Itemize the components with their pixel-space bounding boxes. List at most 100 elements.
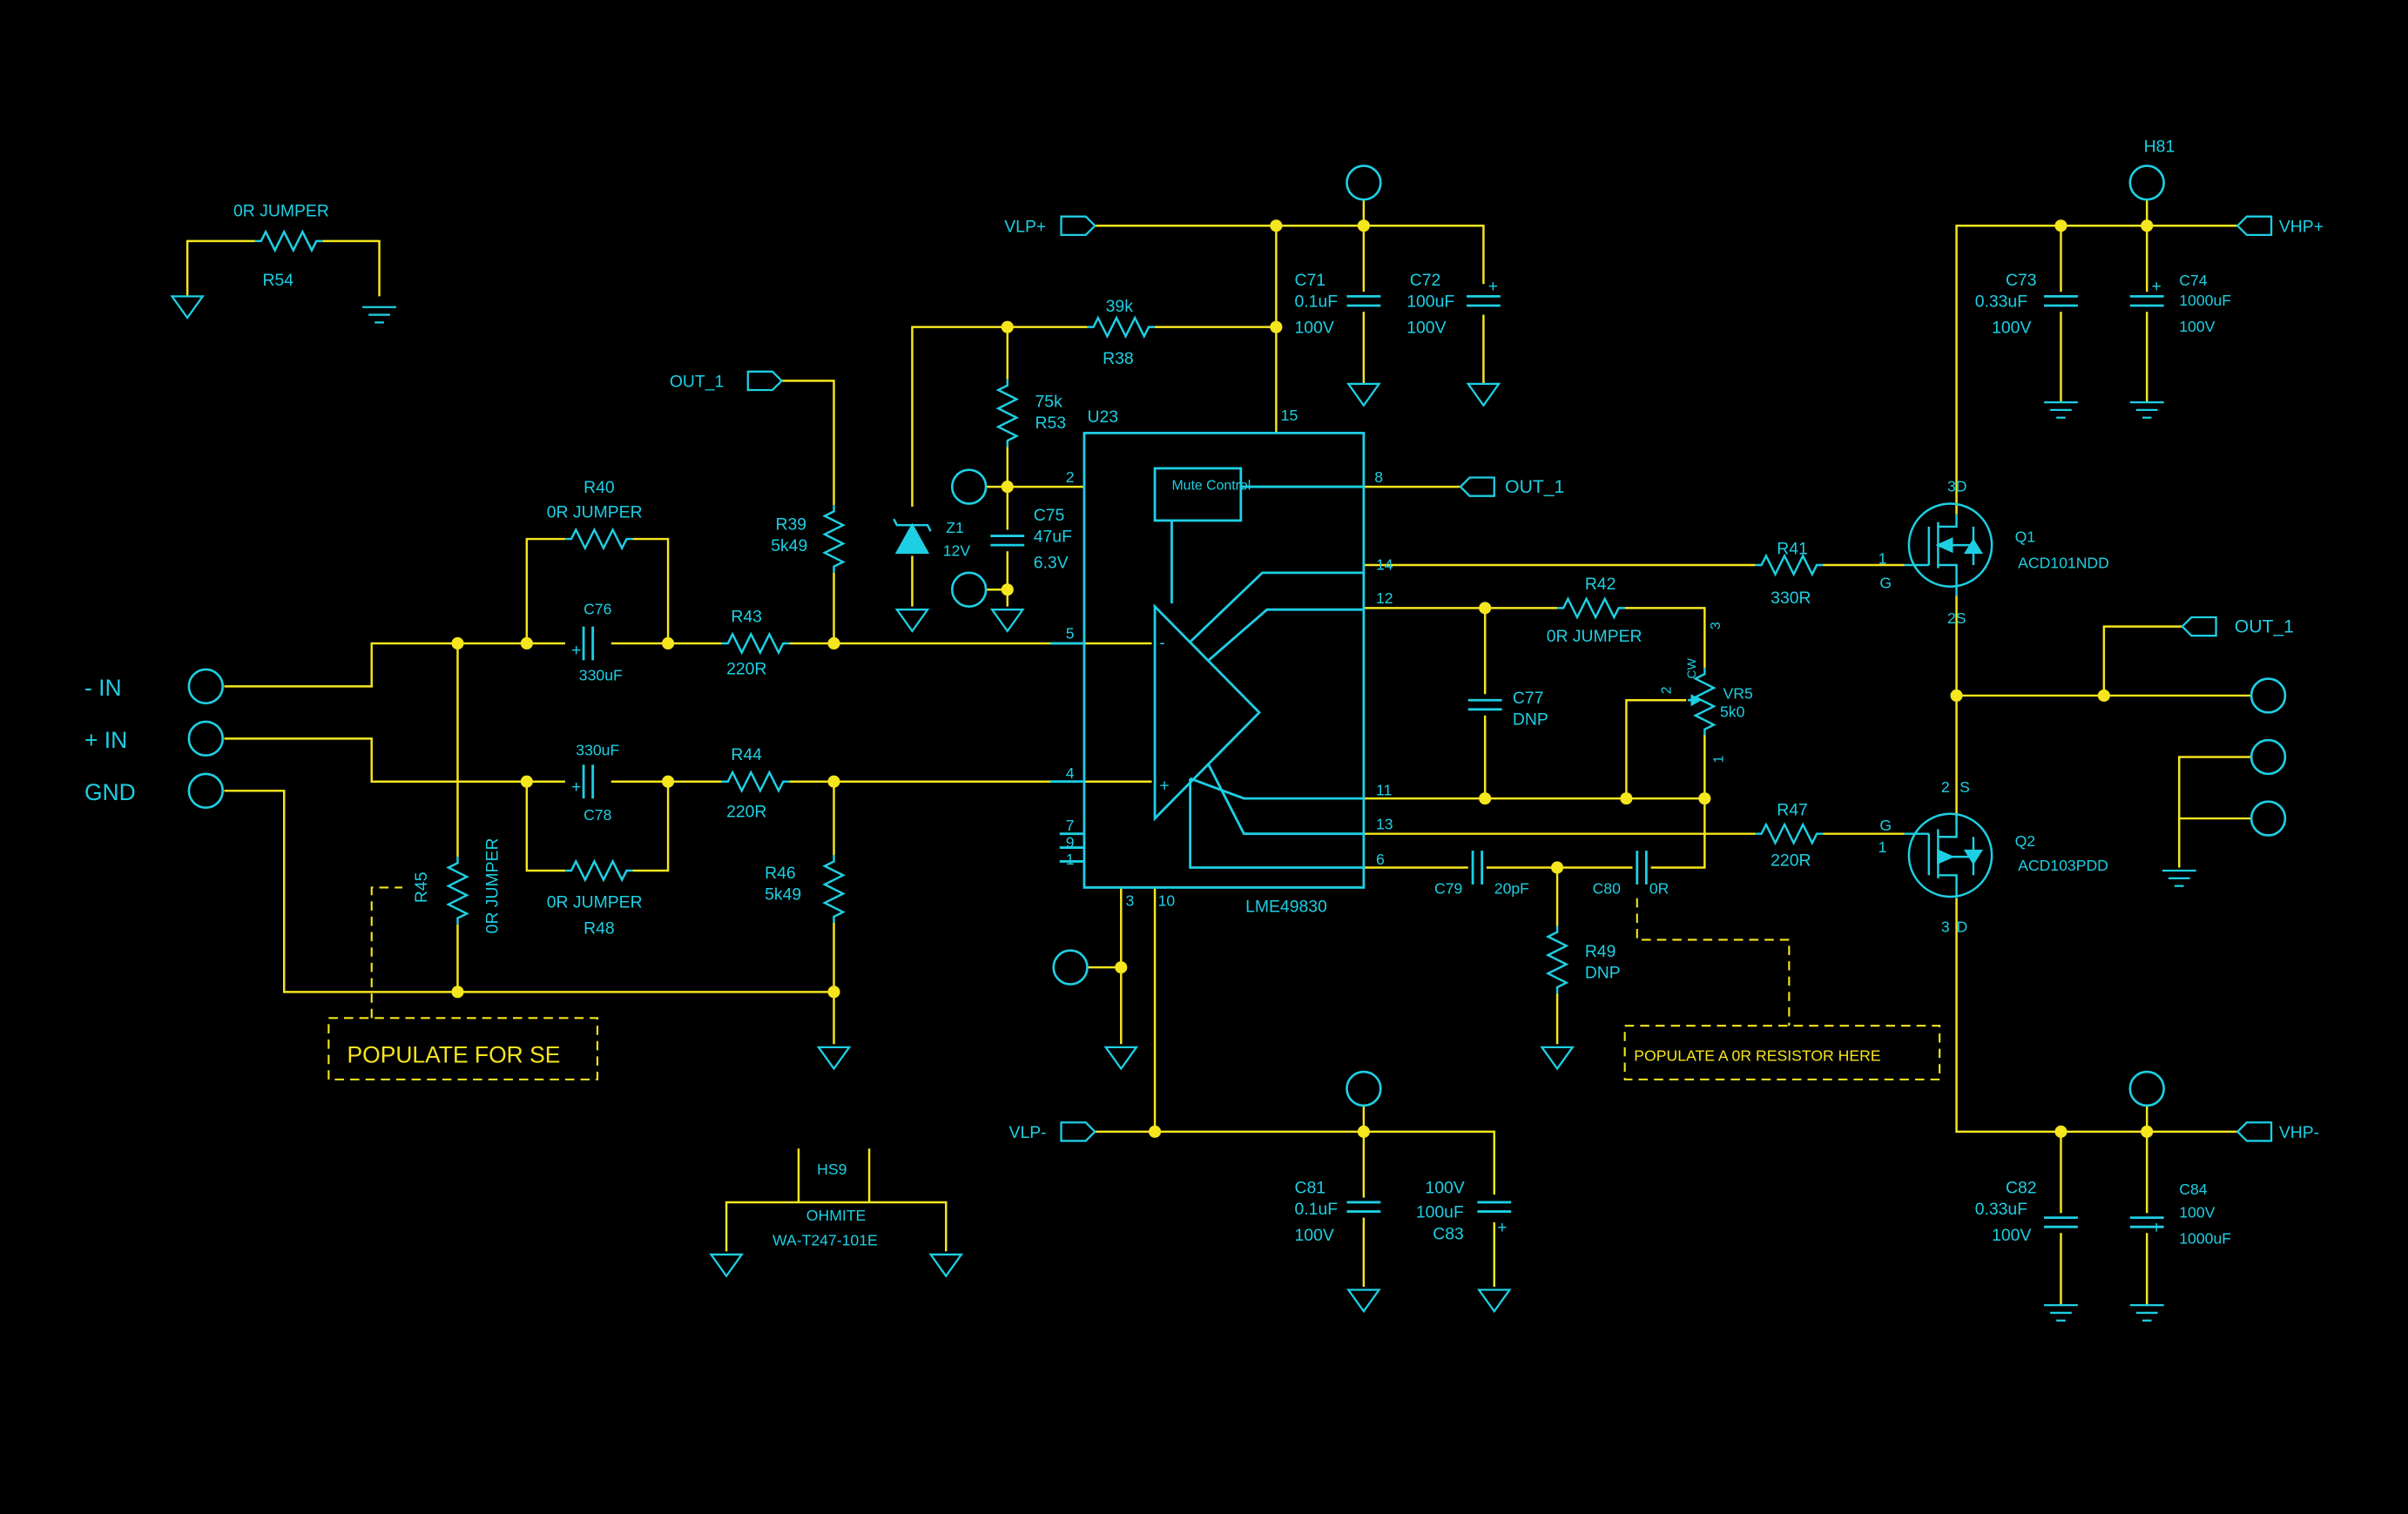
c83-voltage: 100V [1425, 1178, 1464, 1197]
port-vlp-plus: VLP+ [1004, 217, 1046, 236]
u23-plus: + [1159, 776, 1169, 795]
r46-symbol [823, 854, 845, 925]
q2-source: S [1959, 778, 1970, 796]
u23-amplifier-symbol [1050, 431, 1366, 889]
c78-symbol [582, 763, 595, 800]
port-vhp-minus: VHP- [2279, 1123, 2319, 1142]
q2-part: ACD103PDD [2018, 857, 2108, 874]
q1-gate: G [1879, 574, 1892, 591]
svg-text:+: + [2152, 277, 2162, 296]
u23-pin6: 6 [1376, 851, 1385, 868]
port-out1-u23: OUT_1 [1505, 477, 1564, 497]
u23-pin15: 15 [1281, 407, 1298, 424]
vr5-pin1: 1 [1712, 756, 1727, 764]
c73-value: 0.33uF [1975, 293, 2027, 312]
c74-voltage: 100V [2179, 318, 2215, 335]
zener-z1-symbol [893, 518, 932, 555]
r43-ref: R43 [731, 607, 762, 626]
u23-minus: - [1159, 633, 1164, 652]
h81-ref: H81 [2144, 138, 2175, 157]
r38-value: 39k [1106, 297, 1134, 316]
port-out1-top: OUT_1 [670, 372, 724, 391]
u23-pin5: 5 [1066, 625, 1075, 643]
polarity-marks: + + + + + + [571, 277, 2162, 1237]
c82-symbol [2042, 1216, 2080, 1228]
c72-symbol [1465, 294, 1502, 307]
r39-value: 5k49 [771, 536, 807, 555]
r39-ref: R39 [776, 515, 807, 534]
u23-part: LME49830 [1245, 898, 1327, 917]
c83-value: 100uF [1416, 1203, 1464, 1222]
hs9-maker: OHMITE [806, 1207, 867, 1224]
c80-value: 0R [1649, 879, 1669, 897]
wires [185, 199, 2252, 1306]
c74-symbol [2128, 294, 2166, 307]
vr5-value: 5k0 [1720, 703, 1745, 721]
port-minus-in: - IN [84, 675, 122, 701]
u23-pin8: 8 [1374, 468, 1383, 486]
r53-ref: R53 [1035, 414, 1067, 433]
r54-value: 0R JUMPER [233, 202, 329, 221]
vr5-pin3: 3 [1709, 622, 1723, 629]
r38-symbol [1086, 316, 1157, 338]
vr5-pin2: 2 [1660, 686, 1675, 694]
u23-pin10: 10 [1158, 892, 1176, 910]
u23-pin3: 3 [1126, 892, 1135, 910]
gnd-connector [187, 772, 225, 810]
c79-ref: C79 [1434, 879, 1462, 897]
c73-ref: C73 [2006, 271, 2037, 290]
r44-ref: R44 [731, 745, 762, 764]
q1-part: ACD101NDD [2018, 555, 2109, 572]
z1-value: 12V [943, 542, 971, 559]
c72-voltage: 100V [1406, 319, 1446, 338]
r40-ref: R40 [583, 478, 615, 497]
ground-symbols [171, 295, 2197, 1322]
r47-symbol [1754, 823, 1825, 844]
junction-dots [451, 219, 2154, 1138]
r38-ref: R38 [1103, 349, 1134, 368]
c77-value: DNP [1513, 710, 1548, 729]
resistors [253, 231, 1825, 995]
port-vhp-plus: VHP+ [2279, 217, 2324, 236]
c84-value: 1000uF [2179, 1230, 2231, 1248]
r43-symbol [720, 633, 791, 654]
c81-value: 0.1uF [1295, 1200, 1339, 1219]
c72-value: 100uF [1406, 293, 1454, 312]
c74-value: 1000uF [2179, 292, 2231, 309]
c74-ref: C74 [2179, 272, 2208, 289]
q2-drain: D [1957, 918, 1968, 936]
r48-value: 0R JUMPER [547, 892, 643, 912]
c78-value: 330uF [576, 742, 619, 759]
c76-ref: C76 [583, 600, 612, 617]
port-vlp-minus: VLP- [1009, 1123, 1047, 1142]
r44-symbol [720, 770, 791, 792]
c82-ref: C82 [2006, 1178, 2037, 1197]
u23-pin4: 4 [1066, 764, 1075, 782]
c81-voltage: 100V [1295, 1226, 1334, 1245]
r45-ref: R45 [412, 872, 431, 904]
u23-pin14: 14 [1376, 555, 1393, 573]
r46-value: 5k49 [765, 885, 801, 905]
c79-symbol [1471, 849, 1484, 886]
r45-value: 0R JUMPER [482, 838, 502, 933]
svg-text:+: + [1497, 1218, 1507, 1237]
note-leaders [327, 886, 1941, 1080]
r47-ref: R47 [1777, 801, 1808, 820]
c80-ref: C80 [1593, 879, 1622, 897]
r46-ref: R46 [765, 864, 796, 883]
q2-drain-pin: 3 [1941, 918, 1950, 936]
q2-gate: G [1879, 817, 1892, 834]
c73-voltage: 100V [1992, 319, 2031, 338]
port-plus-in: + IN [84, 727, 127, 753]
r49-ref: R49 [1585, 942, 1616, 961]
hs9-part: WA-T247-101E [772, 1231, 878, 1248]
mosfet-q1-symbol [1904, 502, 1993, 596]
c71-symbol [1346, 294, 1382, 307]
r41-ref: R41 [1777, 540, 1808, 559]
r48-symbol [563, 860, 634, 881]
c78-ref: C78 [583, 806, 612, 824]
u23-pin9: 9 [1066, 834, 1075, 851]
q1-source: 2S [1947, 609, 1966, 627]
minus-in-connector [187, 668, 225, 705]
r53-value: 75k [1035, 392, 1063, 411]
